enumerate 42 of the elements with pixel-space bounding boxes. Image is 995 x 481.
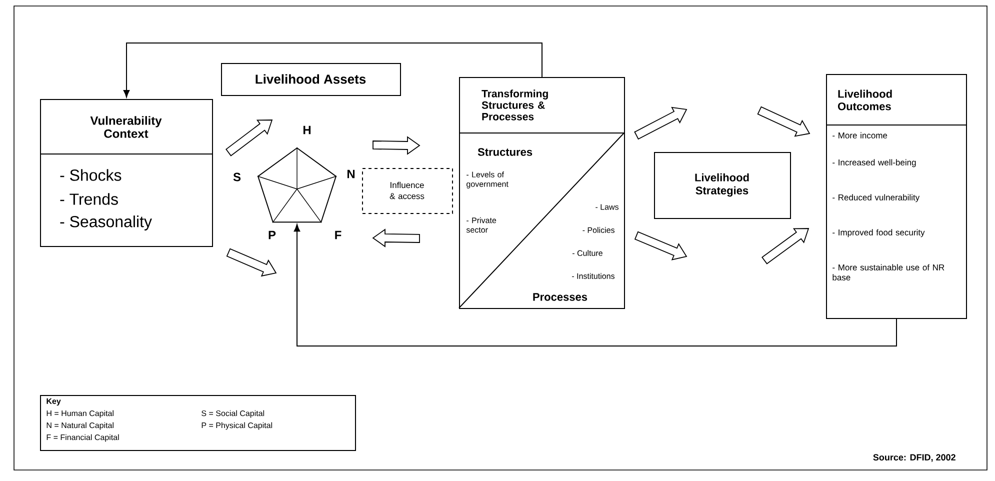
pentagon-drawing — [257, 147, 337, 223]
hollow-arrow — [372, 228, 420, 248]
list-item: - Institutions — [572, 273, 615, 279]
list-item: - Laws — [596, 204, 618, 210]
list-item: - Shocks — [60, 169, 122, 181]
list-item: - Trends — [60, 193, 118, 205]
feedback-arrow — [294, 224, 897, 346]
list-item: - Improved food security — [832, 229, 925, 238]
list-item: - Levels of government — [466, 172, 508, 188]
list-item: - Culture — [572, 250, 602, 256]
vertex-label: F — [335, 230, 342, 240]
vertex-label: N — [347, 170, 355, 178]
section-heading: Structures — [478, 148, 532, 156]
box-heading: Livelihood Strategies — [695, 173, 749, 197]
vertex-label: S — [233, 172, 241, 182]
box-heading: Transforming Structures & Processes — [482, 90, 548, 120]
source-note: Source: DFID, 2002 — [873, 454, 956, 462]
box-heading: Livelihood Outcomes — [838, 90, 892, 110]
box-heading: Livelihood Assets — [256, 74, 366, 84]
hollow-arrow — [757, 106, 810, 137]
key-entry: F = Financial Capital — [46, 434, 119, 442]
key-entry: P = Physical Capital — [202, 422, 272, 430]
hollow-arrow — [634, 231, 688, 260]
list-item: - Seasonality — [60, 216, 152, 230]
hollow-arrow — [634, 106, 688, 140]
list-item: - Policies — [582, 227, 614, 233]
list-item: - More income — [832, 132, 888, 138]
list-item: - More sustainable use of NR base — [832, 264, 944, 280]
box-text: Influence & access — [390, 182, 424, 200]
key-entry: H = Human Capital — [46, 410, 114, 418]
box-heading: Vulnerability Context — [90, 116, 162, 138]
key-entry: N = Natural Capital — [46, 422, 114, 430]
vertex-label: H — [303, 126, 311, 134]
section-heading: Processes — [533, 293, 588, 301]
list-item: - Increased well-being — [832, 159, 916, 168]
list-item: - Reduced vulnerability — [832, 194, 920, 202]
list-item: - Private sector — [466, 217, 496, 233]
key-heading: Key — [46, 398, 61, 406]
hollow-arrow — [372, 136, 420, 155]
feedback-arrow — [123, 42, 542, 98]
key-entry: S = Social Capital — [202, 410, 264, 418]
hollow-arrow — [226, 248, 277, 277]
